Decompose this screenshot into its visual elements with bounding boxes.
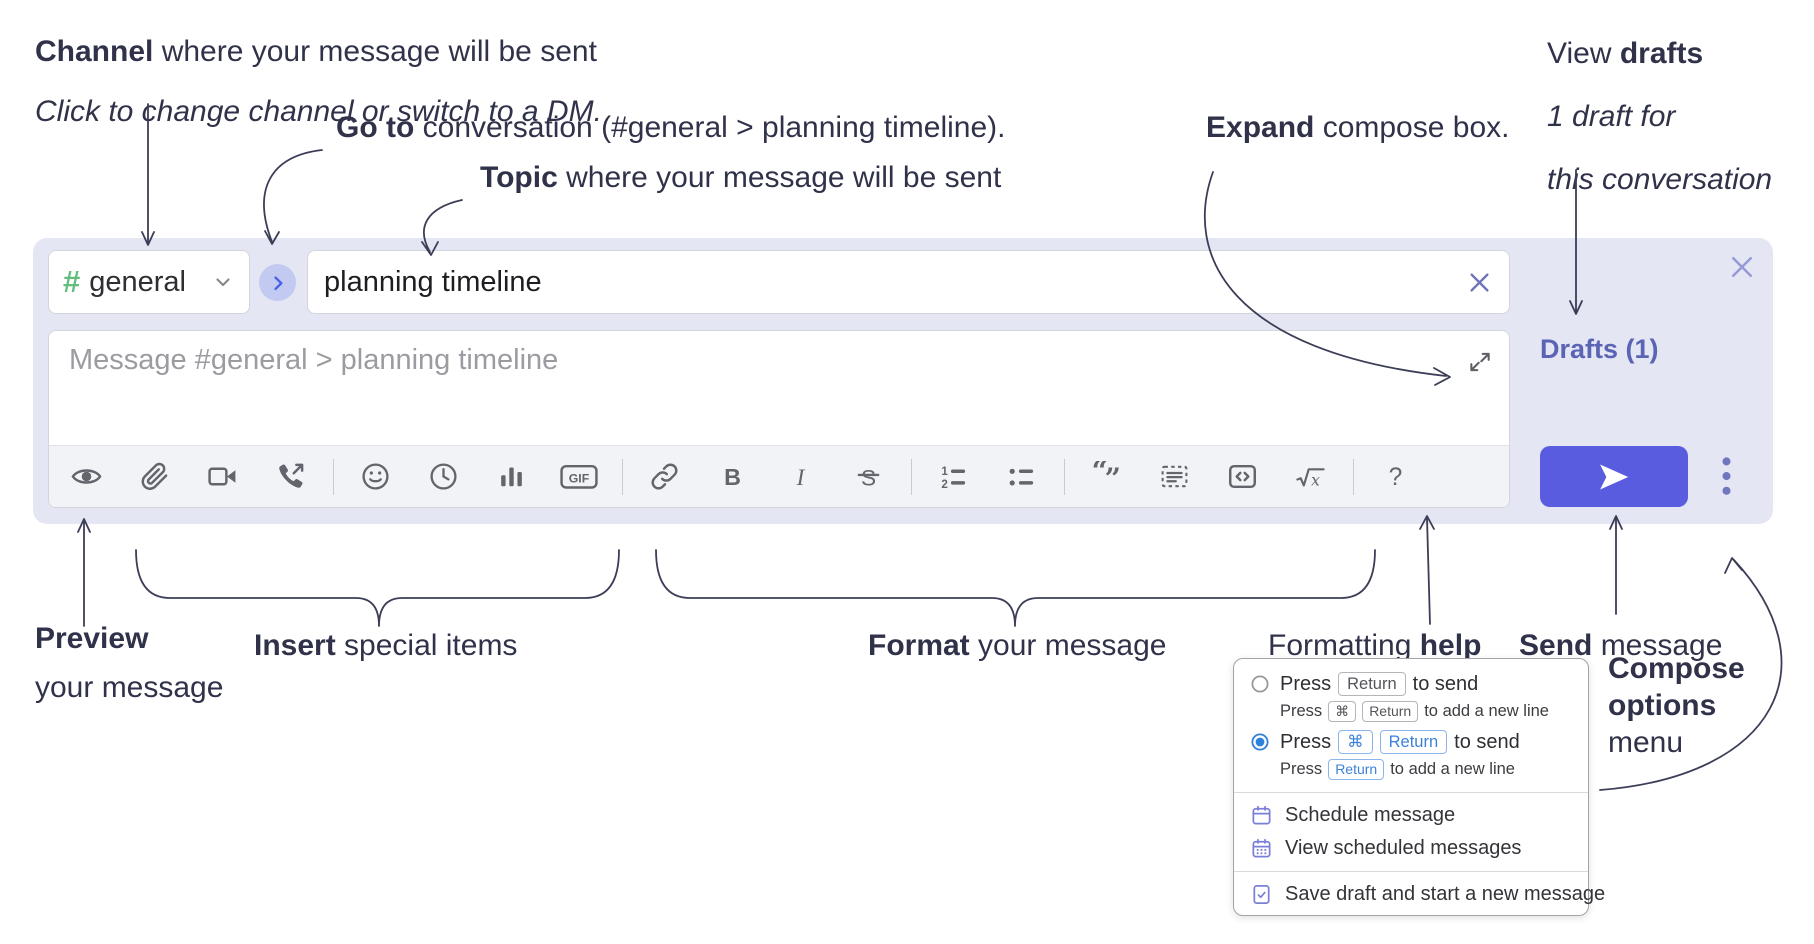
menu-item-save-draft-new-message[interactable]: Save draft and start a new message [1234,878,1605,911]
toolbar-divider [1353,458,1354,495]
compose-options-note: Compose options menu [1608,652,1745,759]
preview-arrow [77,518,91,627]
bulleted-list-icon[interactable] [1000,456,1042,498]
help-arrow [1419,515,1435,625]
message-placeholder: Message #general > planning timeline [69,344,559,376]
preview-icon[interactable] [65,456,107,498]
formatting-help-note: Formatting help [1268,629,1482,662]
svg-text:S: S [860,466,875,491]
option-text: to add a new line [1390,760,1515,779]
spoiler-icon[interactable] [1153,456,1195,498]
emoji-icon[interactable] [354,456,396,498]
option-text: to add a new line [1424,702,1549,721]
gif-icon[interactable]: GIF [558,456,600,498]
svg-text:“: “ [1091,461,1107,487]
poll-icon[interactable] [490,456,532,498]
option-text: to send [1454,730,1520,753]
svg-text:1: 1 [941,465,948,478]
menu-item-view-scheduled-messages[interactable]: View scheduled messages [1234,832,1588,865]
channel-note: Channel where your message will be sent … [35,35,602,128]
kbd-key: ⌘ [1328,701,1357,723]
topic-value: planning timeline [324,265,542,298]
topic-note: Topic where your message will be sent [480,161,1002,194]
topic-input[interactable]: planning timeline [307,250,1510,314]
option-text: Press [1280,730,1332,753]
channel-name: general [89,265,186,298]
kbd-key: Return [1338,672,1406,697]
insert-note: Insert special items [254,629,518,662]
strikethrough-icon[interactable]: S [847,456,889,498]
send-plane-icon [1600,464,1629,489]
quote-icon[interactable]: “” [1085,456,1127,498]
goto-arrow [263,149,323,245]
option-text: Press [1280,702,1323,721]
radio-unselected-icon[interactable] [1250,674,1270,694]
send-arrow [1609,515,1623,615]
option-text: Press [1280,760,1323,779]
view-drafts-note: View drafts 1 draft for this conversatio… [1547,37,1773,196]
kbd-key: ⌘ [1338,730,1373,755]
compose-box: # general planning timeline Message #gen… [33,238,1773,524]
send-button[interactable] [1540,446,1688,507]
svg-text:I: I [795,465,805,491]
svg-text:”: ” [1104,461,1120,492]
toolbar-divider [333,458,334,495]
calendar-icon [1250,804,1273,827]
format-brace [655,549,1376,627]
video-call-icon[interactable] [201,456,243,498]
menu-item-label: View scheduled messages [1285,837,1522,860]
drafts-link[interactable]: Drafts (1) [1540,334,1659,364]
toolbar-divider [622,458,623,495]
message-input[interactable]: Message #general > planning timeline GIF… [48,330,1510,508]
expand-note: Expand compose box. [1206,111,1510,144]
kbd-key: Return [1379,730,1448,755]
menu-item-schedule-message[interactable]: Schedule message [1234,799,1588,832]
compose-options-menu-button[interactable] [1711,448,1741,506]
expand-compose-icon[interactable] [1467,349,1493,375]
attach-icon[interactable] [133,456,175,498]
go-to-conversation-button[interactable] [259,264,296,301]
channel-hash-icon: # [63,264,81,299]
math-icon[interactable]: x [1289,456,1331,498]
kbd-key: Return [1328,759,1385,781]
time-icon[interactable] [422,456,464,498]
close-compose-icon[interactable] [1727,252,1757,282]
help-icon[interactable]: ? [1374,456,1416,498]
clear-topic-icon[interactable] [1466,269,1493,296]
italic-icon[interactable]: I [779,456,821,498]
svg-text:?: ? [1388,464,1402,491]
option-text: Press [1280,672,1332,695]
svg-text:B: B [724,464,741,490]
svg-text:x: x [1311,471,1320,489]
calendar-grid-icon [1250,837,1273,860]
menu-item-label: Save draft and start a new message [1285,883,1606,906]
goto-note: Go to conversation (#general > planning … [336,111,1006,144]
file-check-icon [1250,883,1273,906]
svg-text:GIF: GIF [569,471,590,485]
code-icon[interactable] [1221,456,1263,498]
toolbar-divider [1064,458,1065,495]
channel-selector[interactable]: # general [48,250,250,314]
menu-item-label: Schedule message [1285,804,1456,827]
chevron-down-icon [211,270,235,294]
format-note: Format your message [868,629,1167,662]
option-text: to send [1412,672,1479,695]
kbd-key: Return [1362,701,1419,723]
chevron-right-icon [273,275,282,290]
bold-icon[interactable]: B [711,456,753,498]
link-icon[interactable] [643,456,685,498]
audio-call-icon[interactable] [269,456,311,498]
radio-selected-icon[interactable] [1250,732,1270,752]
preview-note: Preview your message [35,622,224,704]
kebab-menu-icon [1721,457,1731,495]
toolbar-divider [911,458,912,495]
svg-text:2: 2 [941,478,947,491]
